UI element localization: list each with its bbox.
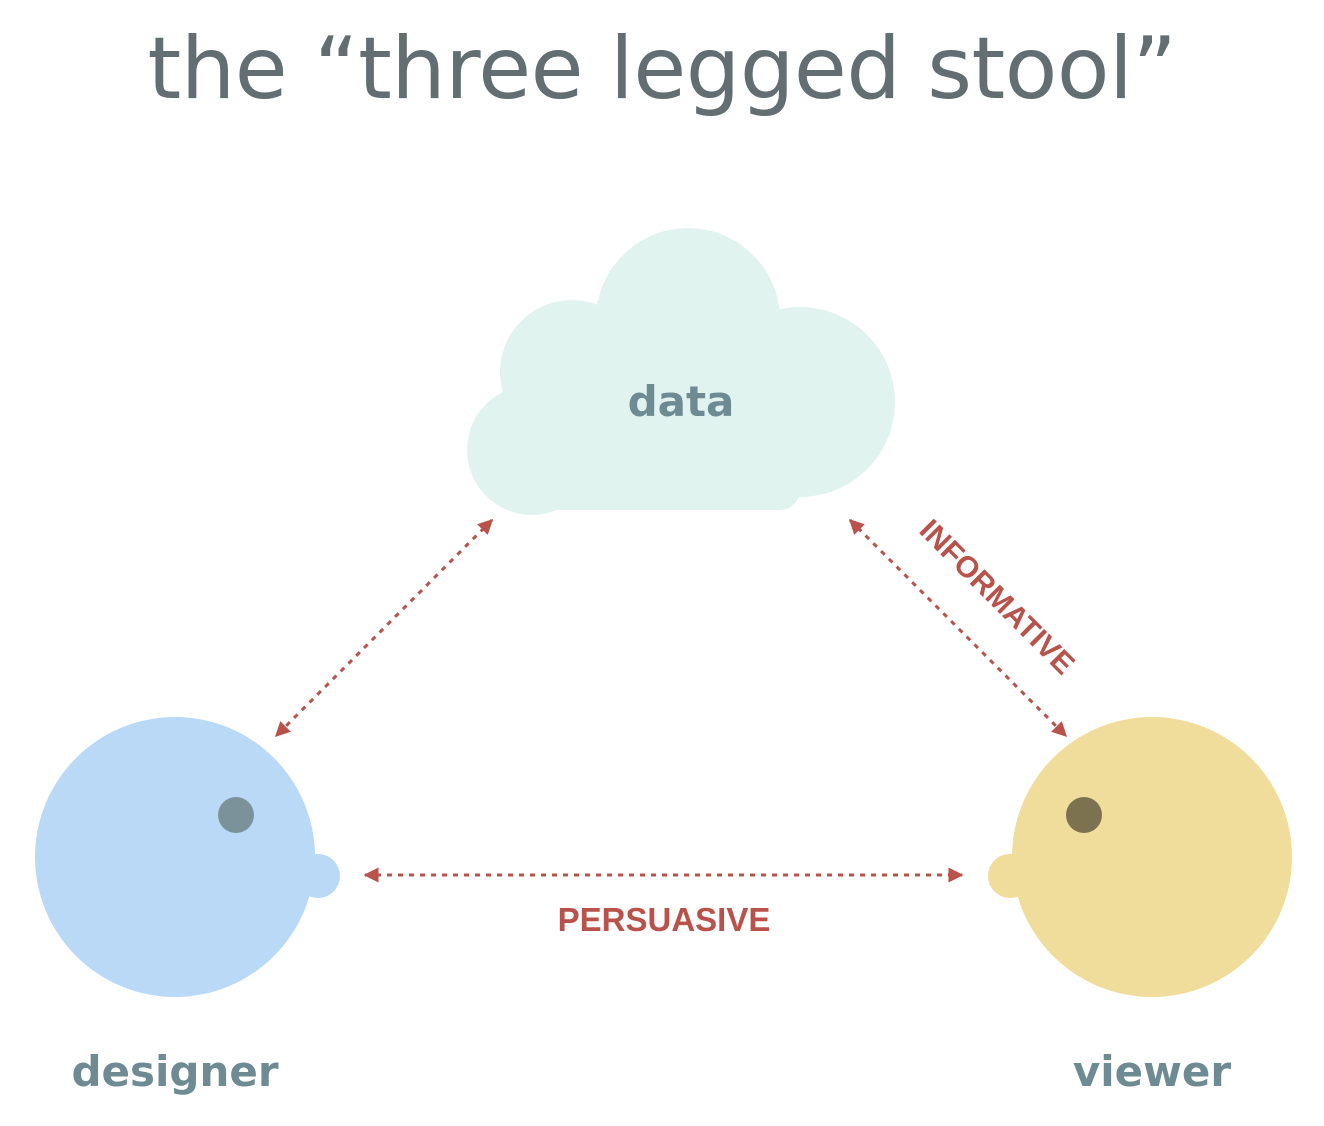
designer-head — [35, 717, 340, 997]
informative-label: INFORMATIVE — [913, 513, 1081, 681]
cloud-base — [532, 370, 800, 510]
slide-title: the “three legged stool” — [147, 19, 1177, 119]
designer-data-arrow — [274, 518, 494, 738]
designer-face — [35, 717, 315, 997]
viewer-eye — [1066, 797, 1102, 833]
data-cloud: data — [467, 228, 895, 515]
viewer-head — [988, 717, 1292, 997]
designer-eye — [218, 797, 254, 833]
data-label: data — [628, 377, 735, 426]
viewer-label: viewer — [1073, 1047, 1232, 1096]
persuasive-label: PERSUASIVE — [558, 901, 771, 938]
informative-arrow — [848, 518, 1068, 738]
viewer-face — [1012, 717, 1292, 997]
designer-label: designer — [71, 1047, 278, 1096]
